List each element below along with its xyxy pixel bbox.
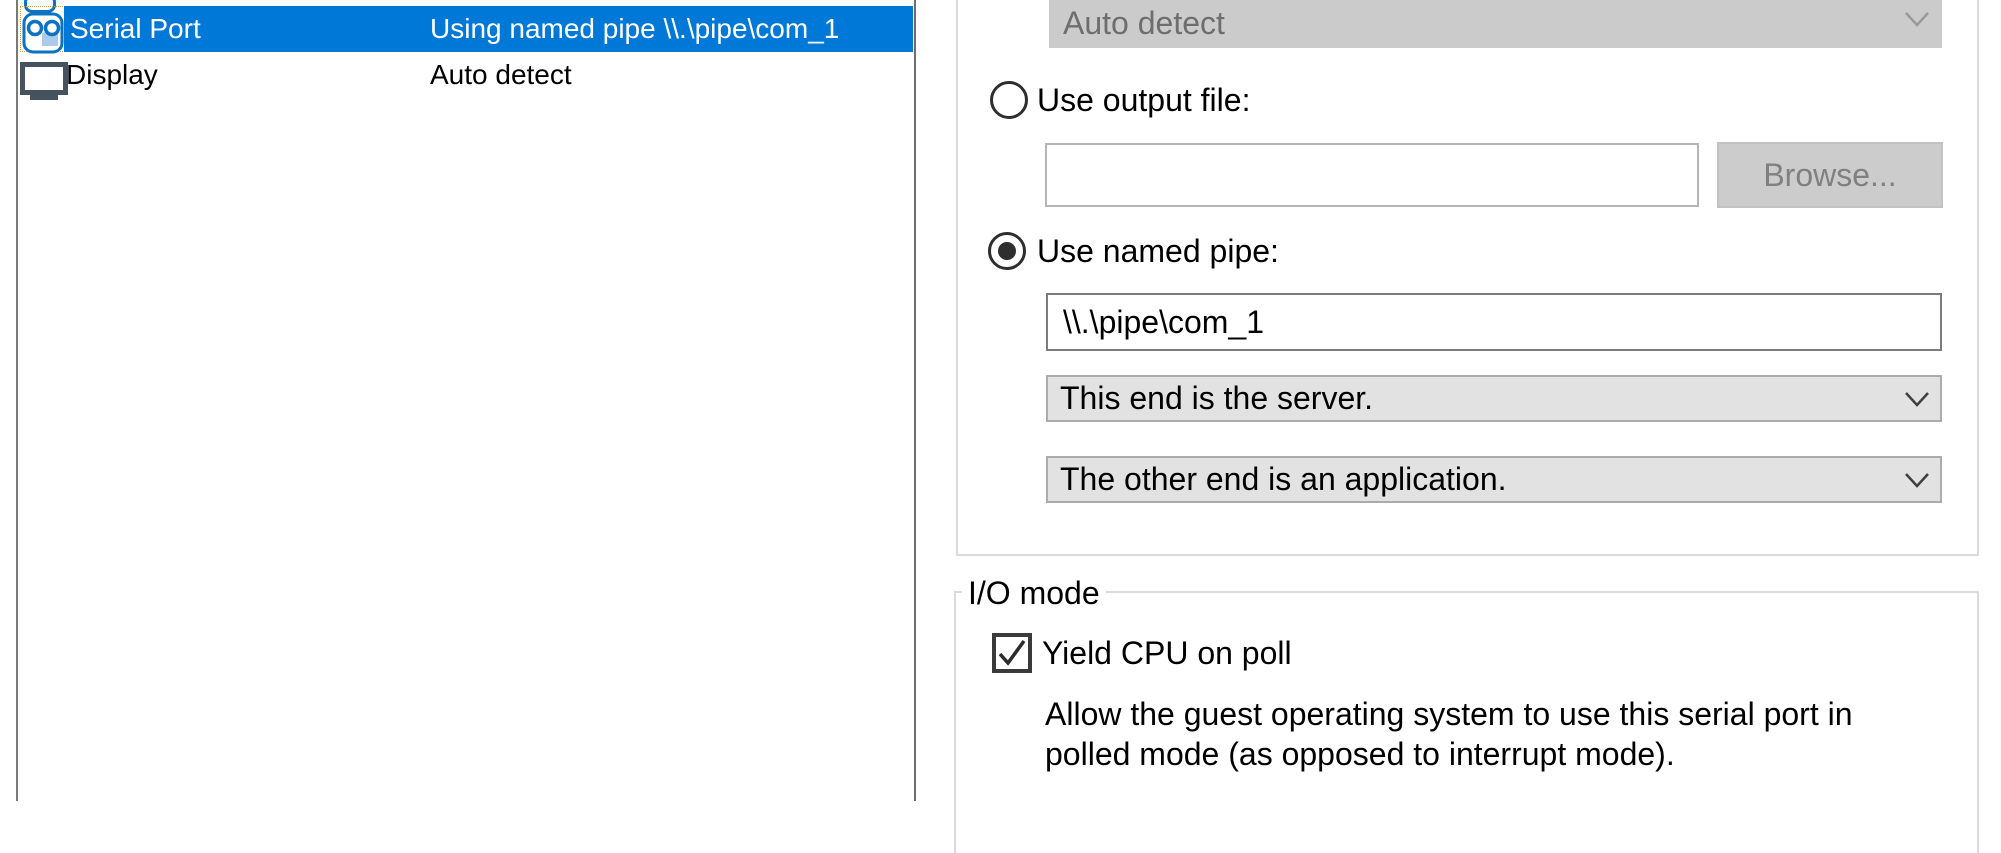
display-icon <box>20 62 68 105</box>
serial-port-icon <box>22 12 64 59</box>
chevron-down-icon <box>1905 12 1929 27</box>
io-mode-groupbox: I/O mode <box>954 577 1979 853</box>
use-named-pipe-radio[interactable] <box>988 232 1026 270</box>
cutoff-device-icon <box>24 0 56 13</box>
device-summary: Auto detect <box>430 59 572 90</box>
device-summary: Using named pipe \\.\pipe\com_1 <box>430 13 840 44</box>
hardware-list-left-border <box>16 0 18 801</box>
pipe-name-input[interactable] <box>1046 293 1942 351</box>
output-file-input[interactable] <box>1045 143 1699 207</box>
description-line-2: polled mode (as opposed to interrupt mod… <box>1045 736 1675 772</box>
use-named-pipe-label[interactable]: Use named pipe: <box>1037 233 1279 269</box>
io-mode-title: I/O mode <box>962 577 1106 609</box>
chevron-down-icon <box>1905 392 1929 407</box>
dropdown-value: The other end is an application. <box>1060 461 1507 497</box>
dropdown-value: This end is the server. <box>1060 380 1374 416</box>
chevron-down-icon <box>1905 473 1929 488</box>
far-end-dropdown[interactable]: The other end is an application. <box>1046 456 1942 503</box>
near-end-dropdown[interactable]: This end is the server. <box>1046 375 1942 422</box>
dropdown-value: Auto detect <box>1063 5 1225 41</box>
io-mode-description: Allow the guest operating system to use … <box>1045 694 1853 774</box>
hardware-row-serial-port[interactable]: Serial Port Using named pipe \\.\pipe\co… <box>20 6 913 54</box>
auto-detect-dropdown[interactable]: Auto detect <box>1049 0 1942 48</box>
connection-groupbox <box>956 0 1979 556</box>
selection-highlight <box>64 6 913 52</box>
yield-cpu-label[interactable]: Yield CPU on poll <box>1042 635 1292 671</box>
device-name: Serial Port <box>70 13 201 44</box>
checkmark-icon <box>998 639 1026 666</box>
yield-cpu-checkbox[interactable] <box>992 633 1032 673</box>
use-output-file-radio[interactable] <box>990 81 1028 119</box>
browse-button-label: Browse... <box>1763 156 1897 193</box>
hardware-row-display[interactable]: Display Auto detect <box>20 52 913 100</box>
device-name: Display <box>66 59 158 90</box>
use-output-file-label[interactable]: Use output file: <box>1037 82 1251 118</box>
description-line-1: Allow the guest operating system to use … <box>1045 696 1853 732</box>
browse-button[interactable]: Browse... <box>1717 142 1943 208</box>
panel-divider <box>914 0 916 801</box>
radio-selected-dot <box>998 242 1016 260</box>
